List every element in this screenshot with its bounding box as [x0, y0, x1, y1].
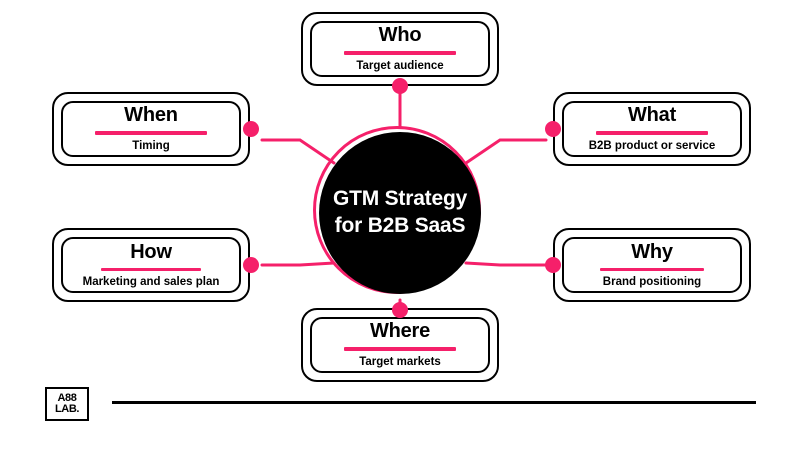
- node-who-inner: Who Target audience: [310, 21, 490, 77]
- brand-logo: A88 LAB.: [45, 387, 89, 421]
- node-where-rule: [344, 347, 456, 352]
- brand-logo-line-1: A88: [57, 391, 77, 404]
- connector-when: [260, 138, 336, 165]
- node-what-subtitle: B2B product or service: [588, 140, 716, 153]
- center-title-line-2: for B2B SaaS: [334, 214, 466, 237]
- footer-divider: [112, 401, 756, 404]
- node-who-rule: [344, 51, 456, 56]
- node-how-subtitle: Marketing and sales plan: [82, 275, 220, 288]
- node-what-inner: What B2B product or service: [562, 101, 742, 157]
- node-where-inner: Where Target markets: [310, 317, 490, 373]
- node-where-connector-dot: [392, 302, 408, 318]
- node-how-connector-dot: [243, 257, 259, 273]
- node-when-title: When: [124, 104, 178, 127]
- brand-logo-line-2: LAB.: [54, 403, 80, 415]
- node-how-inner: How Marketing and sales plan: [61, 237, 241, 293]
- node-why-title: Why: [631, 241, 673, 263]
- node-why-connector-dot: [545, 257, 561, 273]
- center-hub-disc: GTM Strategy for B2B SaaS: [319, 132, 481, 294]
- node-what-connector-dot: [545, 121, 561, 137]
- node-what-title: What: [627, 104, 677, 127]
- node-how-rule: [101, 268, 201, 271]
- node-how-title: How: [130, 241, 172, 263]
- node-who[interactable]: Who Target audience: [301, 12, 499, 86]
- node-when-inner: When Timing: [61, 101, 241, 157]
- node-who-connector-dot: [392, 78, 408, 94]
- node-what-rule: [596, 131, 708, 136]
- node-why[interactable]: Why Brand positioning: [553, 228, 751, 302]
- node-what[interactable]: What B2B product or service: [553, 92, 751, 166]
- connector-what: [464, 138, 548, 165]
- node-where-title: Where: [369, 320, 431, 343]
- node-when[interactable]: When Timing: [52, 92, 250, 166]
- node-when-connector-dot: [243, 121, 259, 137]
- node-why-rule: [600, 268, 704, 271]
- node-why-subtitle: Brand positioning: [602, 275, 702, 288]
- node-where-subtitle: Target markets: [359, 356, 441, 369]
- node-when-subtitle: Timing: [132, 140, 170, 153]
- connector-why: [464, 261, 548, 267]
- center-hub: GTM Strategy for B2B SaaS: [313, 126, 487, 300]
- connector-how: [260, 261, 336, 267]
- node-how[interactable]: How Marketing and sales plan: [52, 228, 250, 302]
- center-title-line-1: GTM Strategy: [332, 187, 468, 211]
- node-why-inner: Why Brand positioning: [562, 237, 742, 293]
- node-who-subtitle: Target audience: [356, 60, 444, 73]
- node-where[interactable]: Where Target markets: [301, 308, 499, 382]
- node-who-title: Who: [378, 24, 422, 47]
- node-when-rule: [95, 131, 207, 136]
